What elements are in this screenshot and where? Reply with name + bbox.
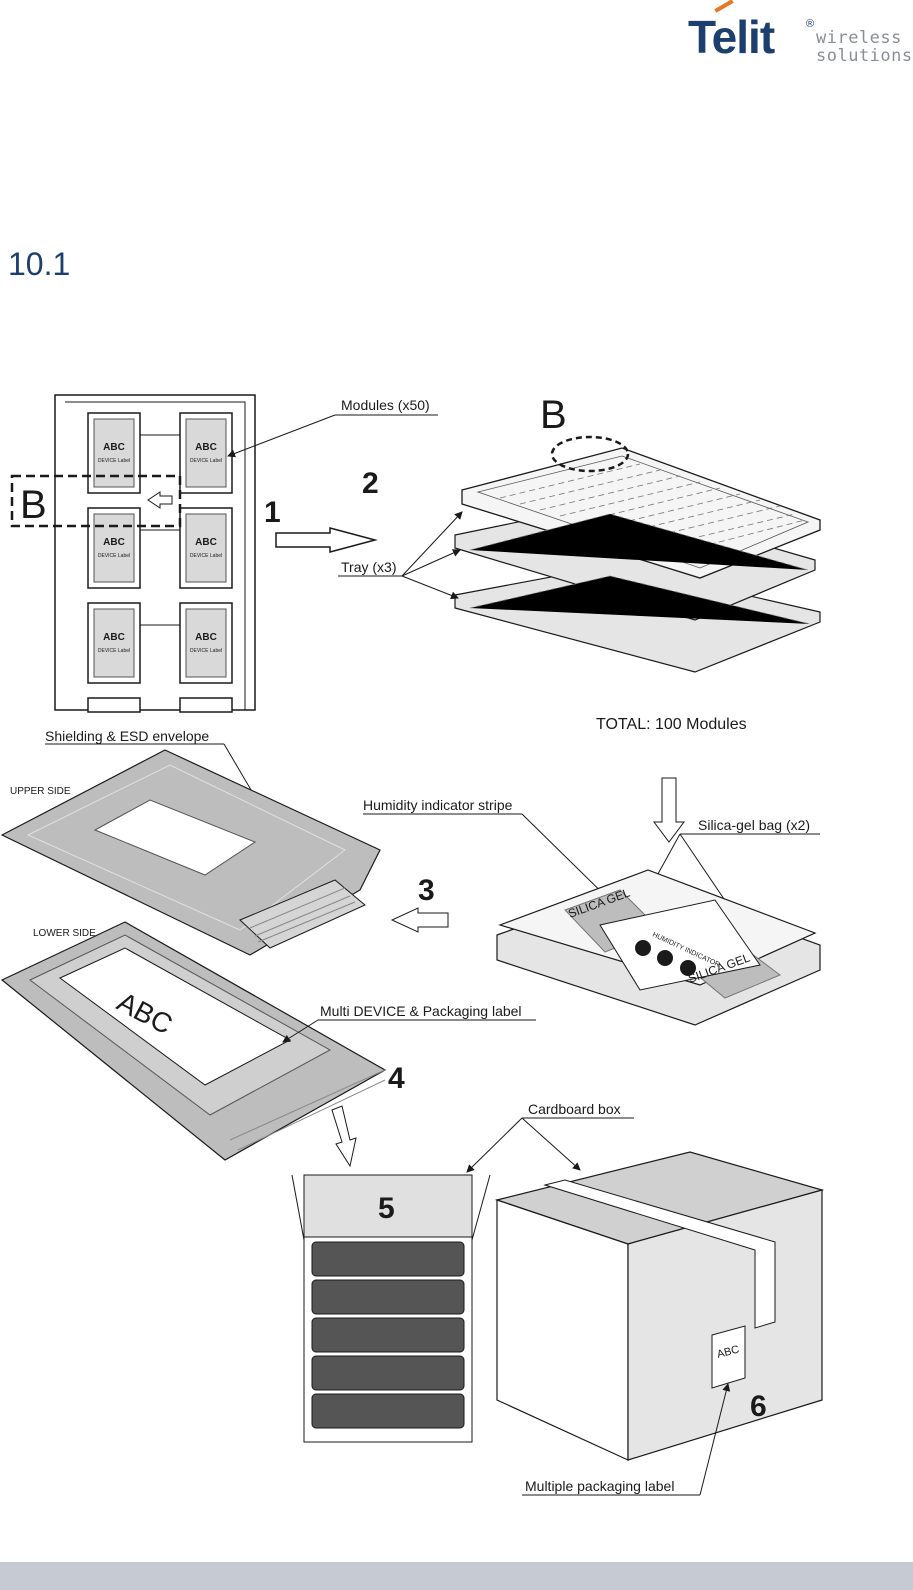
module-cell: ABC DEVICE Label xyxy=(87,602,141,684)
lower-side-label: LOWER SIDE xyxy=(33,928,96,939)
step-4-arrow-icon xyxy=(331,1105,357,1168)
logo-text: Telit xyxy=(688,11,775,63)
step-1-arrow-icon xyxy=(275,527,378,553)
footer-bar xyxy=(0,1562,913,1590)
cardboard-callout: Cardboard box xyxy=(528,1101,621,1117)
module-label: ABC xyxy=(103,537,125,548)
step-3: 3 xyxy=(418,874,435,907)
module-sublabel: DEVICE Label xyxy=(98,553,130,559)
module-label: ABC xyxy=(195,537,217,548)
section-number: 10.1 xyxy=(8,246,71,282)
logo-tagline-1: wireless xyxy=(816,28,902,48)
module-sublabel: DEVICE Label xyxy=(190,458,222,464)
module-label: ABC xyxy=(195,442,217,453)
module-label: ABC xyxy=(103,442,125,453)
tray-closeup: ABC DEVICE Label ABC DEVICE Label ABC DE… xyxy=(10,394,256,713)
tray-detail-b-marker: B xyxy=(540,393,567,437)
total-modules-label: TOTAL: 100 Modules xyxy=(596,716,747,733)
modules-callout: Modules (x50) xyxy=(341,397,430,413)
module-sublabel: DEVICE Label xyxy=(190,648,222,654)
tray-with-silica: SILICA GEL SILICA GEL HUMIDITY INDICATOR xyxy=(496,869,821,1026)
module-cell: ABC DEVICE Label xyxy=(87,412,141,494)
module-sublabel: DEVICE Label xyxy=(98,648,130,654)
module-cell: ABC DEVICE Label xyxy=(179,412,233,494)
down-arrow-icon xyxy=(653,777,685,843)
humidity-callout: Humidity indicator stripe xyxy=(363,797,513,813)
logo-registered-mark: ® xyxy=(806,18,815,30)
telit-logo: Telit ® wireless solutions xyxy=(688,0,912,66)
step-2: 2 xyxy=(362,467,379,500)
packaging-diagram: ABC DEVICE Label ABC DEVICE Label ABC DE… xyxy=(0,393,825,1496)
packaging-figure: ABC DEVICE Label ABC DEVICE Label ABC DE… xyxy=(0,380,913,1510)
module-label: ABC xyxy=(103,632,125,643)
step-1: 1 xyxy=(264,496,281,529)
esd-envelope-upper xyxy=(0,749,381,956)
multi-device-callout: Multi DEVICE & Packaging label xyxy=(320,1003,522,1019)
box-label-text: ABC xyxy=(716,1343,741,1360)
shielding-callout: Shielding & ESD envelope xyxy=(45,728,209,744)
module-cell: ABC DEVICE Label xyxy=(179,602,233,684)
module-sublabel: DEVICE Label xyxy=(190,553,222,559)
step-6: 6 xyxy=(750,1390,767,1423)
upper-side-label: UPPER SIDE xyxy=(10,786,71,797)
silica-callout: Silica-gel bag (x2) xyxy=(698,817,810,833)
step-4: 4 xyxy=(388,1062,405,1095)
open-box: 5 xyxy=(291,1174,491,1443)
detail-b-box xyxy=(10,474,182,528)
detail-b-marker: B xyxy=(20,483,47,527)
orientation-arrow-icon xyxy=(147,491,173,509)
esd-envelope-lower: ABC xyxy=(0,921,387,1161)
closed-box: ABC 6 xyxy=(494,1151,825,1461)
step-5: 5 xyxy=(378,1192,395,1225)
tray-detail-b-circle xyxy=(550,435,630,473)
module-label: ABC xyxy=(195,632,217,643)
step-3-arrow-icon xyxy=(390,907,449,933)
module-sublabel: DEVICE Label xyxy=(98,458,130,464)
tray-callout: Tray (x3) xyxy=(341,559,396,575)
multiple-packaging-callout: Multiple packaging label xyxy=(525,1478,674,1494)
tray-stack xyxy=(454,435,821,673)
module-cell: ABC DEVICE Label xyxy=(87,507,141,589)
module-cell: ABC DEVICE Label xyxy=(179,507,233,589)
logo-tagline-2: solutions xyxy=(816,46,913,66)
